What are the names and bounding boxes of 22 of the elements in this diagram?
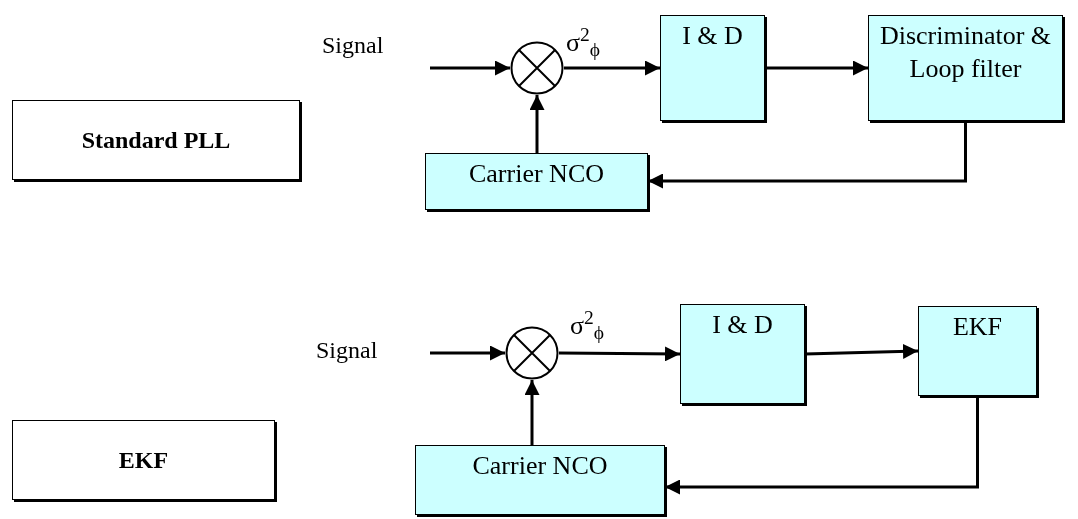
arrow bbox=[765, 60, 868, 76]
process-box: EKF bbox=[918, 306, 1037, 396]
arrow bbox=[559, 346, 680, 362]
signal-label: Signal bbox=[322, 33, 384, 57]
title-box: EKF bbox=[12, 420, 275, 500]
process-box: I & D bbox=[680, 304, 805, 404]
arrow bbox=[430, 60, 510, 76]
process-box: Carrier NCO bbox=[425, 153, 648, 210]
mixer-symbol bbox=[505, 326, 559, 380]
arrow bbox=[648, 121, 967, 189]
mixer-symbol bbox=[510, 41, 564, 95]
process-box: Carrier NCO bbox=[415, 445, 665, 515]
process-box: I & D bbox=[660, 15, 765, 121]
arrow bbox=[804, 343, 919, 359]
arrow bbox=[529, 95, 545, 153]
arrow bbox=[430, 345, 505, 361]
arrow bbox=[564, 60, 660, 76]
title-box: Standard PLL bbox=[12, 100, 300, 180]
process-box: Discriminator & Loop filter bbox=[868, 15, 1063, 121]
arrow bbox=[665, 396, 979, 495]
arrow bbox=[524, 380, 540, 445]
signal-label: Signal bbox=[316, 338, 378, 362]
